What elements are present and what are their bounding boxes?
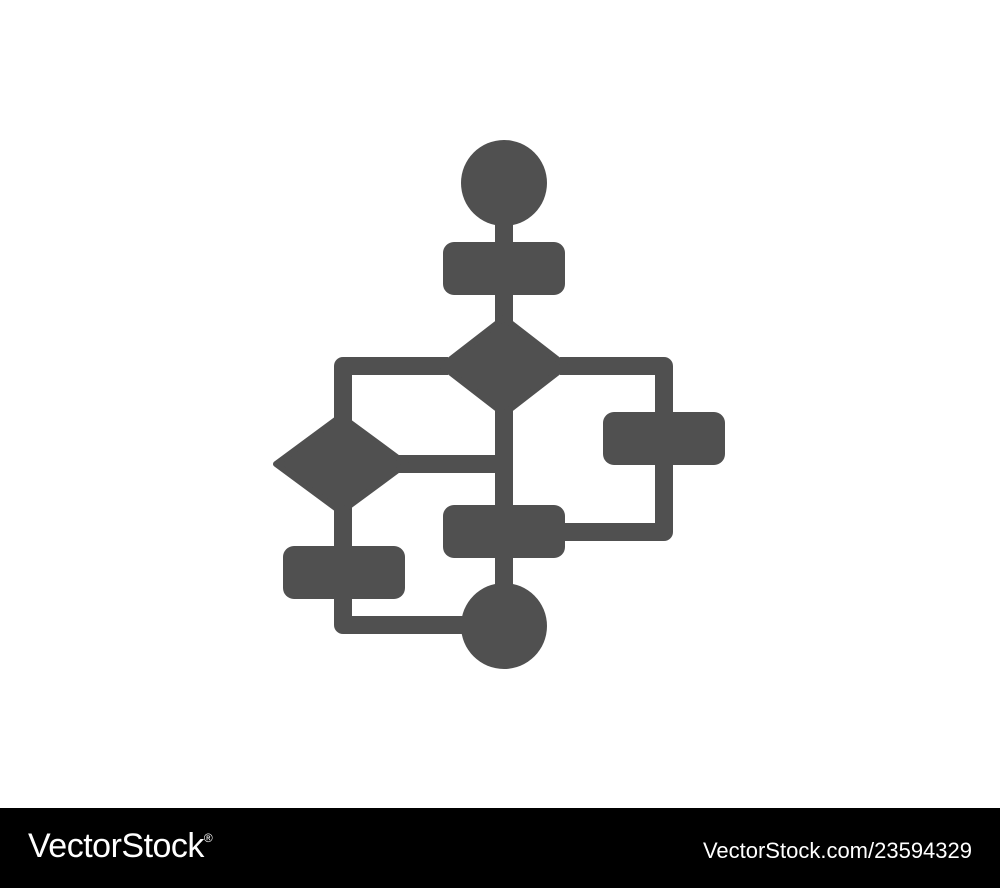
process-box-center xyxy=(443,505,565,558)
image-reference: VectorStock.com/23594329 xyxy=(702,838,972,863)
registered-mark: ® xyxy=(203,831,213,845)
process-box-left xyxy=(283,546,405,599)
vectorstock-logo: VectorStock® xyxy=(28,827,213,866)
watermark-footer: VectorStock® VectorStock.com/23594329 xyxy=(0,808,1000,888)
process-box-top xyxy=(443,242,565,295)
decision-diamond-left xyxy=(273,413,409,515)
icon-canvas xyxy=(273,140,725,669)
brand-name: VectorStock xyxy=(28,827,204,865)
process-box-right xyxy=(603,412,725,465)
flowchart-icon xyxy=(273,140,725,669)
decision-diamond-top xyxy=(439,315,569,417)
start-node xyxy=(461,140,547,226)
end-node xyxy=(461,583,547,669)
